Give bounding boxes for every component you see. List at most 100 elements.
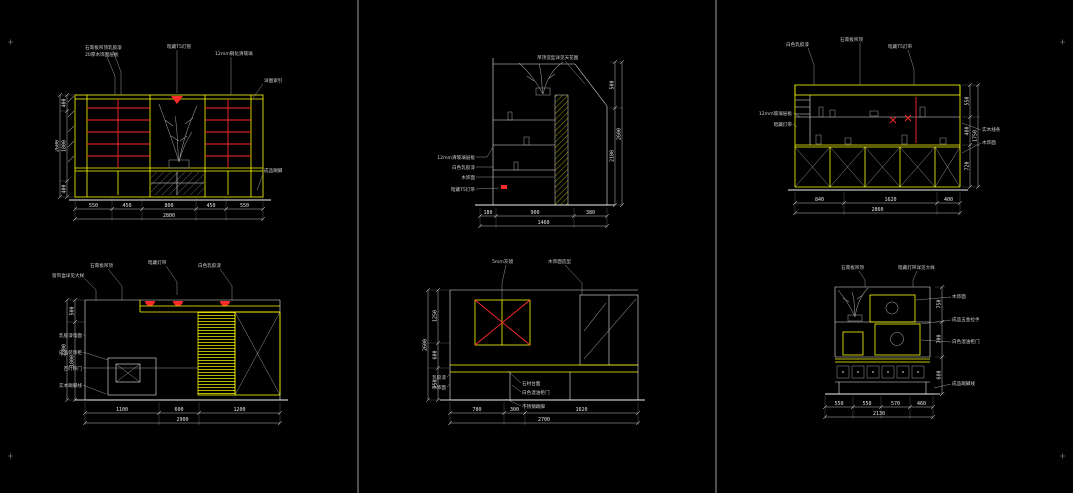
dimension-annotations: 180 900 380 1460 500 2100 2600 xyxy=(477,59,625,229)
text-annotations: 白色乳胶漆 石膏板吊顶 暗藏T5灯带 12mm玻璃层板 暗藏灯带 实木线条 木饰… xyxy=(759,36,1001,154)
frame-corner-marks xyxy=(8,39,1065,459)
drawing-geometry xyxy=(825,286,940,395)
dim-label: 550 xyxy=(862,401,871,407)
elevation-panel-bottom-left: 1100 600 1200 2900 500 1800 2300 石膏板吊顶 暗… xyxy=(52,260,288,426)
plant-sketch xyxy=(158,103,198,163)
annotation-label: 木饰面 xyxy=(982,139,996,146)
dim-total-label: 2600 xyxy=(423,339,429,351)
annotation-label: 暗藏T5灯带 xyxy=(451,186,476,193)
text-annotations: 石膏板吊顶乳胶漆 20厚木饰面层板 暗藏T5灯管 12mm钢化清玻璃 详图索引 … xyxy=(85,43,283,191)
annotation-label: 暗藏灯带 xyxy=(148,260,167,266)
dim-label: 800 xyxy=(164,203,173,209)
annotation-label: 白色混油柜门 xyxy=(522,389,550,396)
counter-band xyxy=(835,358,930,363)
dim-label: 900 xyxy=(530,210,539,216)
annotation-label: 成品踢脚 xyxy=(264,167,283,174)
dimension-annotations: 550 550 570 460 2130 750 700 680 xyxy=(822,284,945,420)
dim-total-label: 2130 xyxy=(873,411,885,417)
dim-total-label: 2800 xyxy=(163,213,175,219)
annotation-label: 石膏板吊顶乳胶漆 xyxy=(85,44,122,51)
dimension-annotations: 780 300 1620 2700 1250 600 750 2600 xyxy=(423,287,641,426)
annotation-label: 成品踢脚线 xyxy=(952,380,975,387)
dim-label: 450 xyxy=(122,203,131,209)
plant-sketch xyxy=(518,61,564,95)
dim-label: 400 xyxy=(944,197,953,203)
bulkhead-band xyxy=(139,300,280,313)
dim-label: 2100 xyxy=(610,150,616,162)
shelf-frame xyxy=(834,286,931,358)
drawing-geometry xyxy=(788,84,968,191)
red-reference-marks xyxy=(889,97,917,143)
dimension-annotations: 1100 600 1200 2900 500 1800 2300 xyxy=(62,297,283,426)
annotation-label: 石材台面 xyxy=(522,380,541,387)
annotation-label: 石膏板吊顶 xyxy=(840,36,863,43)
annotation-label: 5mm灰镜 xyxy=(492,258,513,265)
dim-label: 500 xyxy=(610,80,616,89)
plinth-lines xyxy=(835,381,930,394)
annotation-label: 暗藏灯带 xyxy=(774,121,793,128)
text-annotations: 吊顶造型详见天花图 12mm清玻璃层板 白色乳胶漆 木饰面 暗藏T5灯带 xyxy=(437,54,586,193)
dim-label: 680 xyxy=(937,370,943,379)
annotation-label: 乳胶漆 xyxy=(432,374,446,381)
annotation-label: 白色乳胶漆 xyxy=(452,164,475,171)
glass-cross-mark xyxy=(474,299,531,346)
shelf-grid-red xyxy=(87,99,251,168)
dim-total-label: 2700 xyxy=(538,417,550,423)
top-lightbox-band xyxy=(794,84,961,96)
annotation-label: 吊顶造型详见天花图 xyxy=(537,54,579,61)
base-cabinet-dividers xyxy=(509,365,639,400)
dim-total-label: 2300 xyxy=(62,344,68,356)
dim-label: 300 xyxy=(510,407,519,413)
appliance-cross-mark xyxy=(115,363,141,383)
annotation-label: 窗帘盒详见大样 xyxy=(52,272,85,279)
dim-label: 1800 xyxy=(70,355,76,367)
counter-band xyxy=(450,364,638,373)
plant-sketch xyxy=(837,287,869,318)
wall-lines xyxy=(449,289,638,400)
annotation-label: 20厚木饰面层板 xyxy=(85,51,119,58)
drawing-geometry xyxy=(67,94,271,201)
dim-total-label: 2900 xyxy=(176,417,188,423)
annotation-label: 12mm钢化清玻璃 xyxy=(215,50,253,57)
appliance-front xyxy=(115,363,141,383)
dim-label: 450 xyxy=(206,203,215,209)
dim-label: 1800 xyxy=(62,140,68,152)
dim-total-label: 2600 xyxy=(55,140,61,152)
dimension-annotations: 550 450 800 450 550 2800 400 1800 400 26… xyxy=(55,92,266,222)
downlight-symbols xyxy=(145,301,230,306)
base-cabinet-drawers xyxy=(151,172,204,195)
shelf-items xyxy=(815,106,947,145)
plant-pot xyxy=(535,87,551,96)
dim-label: 750 xyxy=(433,379,439,388)
annotation-label: 暗藏T5灯管 xyxy=(167,43,192,50)
annotation-label: 实木踢脚线 xyxy=(59,382,82,389)
dim-label: 550 xyxy=(89,203,98,209)
column-divider-lines xyxy=(357,0,717,493)
shelf-item xyxy=(513,161,519,171)
decor-plate xyxy=(890,332,904,346)
mirror-reflection-lines xyxy=(583,298,637,360)
shelf-lines xyxy=(795,95,960,145)
text-annotations: 石膏板吊顶 暗藏灯带 白色乳胶漆 窗帘盒详见大样 乳胶漆墙面 成品装饰柜 百叶移… xyxy=(52,260,233,395)
dim-label: 550 xyxy=(965,96,971,105)
plant-pot xyxy=(847,314,863,322)
elevation-panel-top-right: 840 1620 400 2860 550 480 720 1750 白色乳胶漆… xyxy=(759,36,1001,216)
dim-label: 500 xyxy=(70,306,76,315)
dim-label: 1100 xyxy=(116,407,128,413)
annotation-label: 成品五金拉手 xyxy=(952,316,980,323)
annotation-label: 木饰面 xyxy=(952,293,966,300)
shelf-item xyxy=(523,136,530,146)
annotation-label: 实木线条 xyxy=(982,126,1001,133)
dim-label: 720 xyxy=(965,161,971,170)
dim-label: 1620 xyxy=(575,407,587,413)
annotation-label: 白色混油柜门 xyxy=(952,338,980,345)
glass-cabinet xyxy=(474,299,531,346)
dim-label: 380 xyxy=(586,210,595,216)
dim-total-label: 2860 xyxy=(871,207,883,213)
upper-display-box xyxy=(869,294,916,323)
spotlight-symbol xyxy=(171,96,183,104)
door-cross-mark xyxy=(234,311,281,396)
dim-label: 750 xyxy=(937,299,943,308)
